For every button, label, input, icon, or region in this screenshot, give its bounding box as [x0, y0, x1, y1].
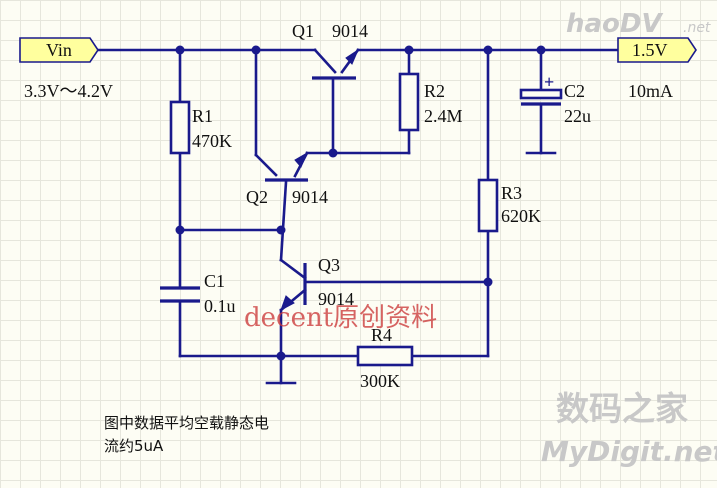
resistor-r1: [169, 100, 191, 155]
junction-dot: [251, 45, 261, 55]
c2-polarity-label: +: [544, 72, 554, 92]
r2-ref-label: R2: [424, 81, 445, 101]
c2-ref-label: C2: [564, 81, 585, 101]
junction-dot: [276, 225, 286, 235]
q2-part-label: 9014: [292, 187, 328, 207]
r3-value-label: 620K: [501, 206, 541, 226]
r2-value-label: 2.4M: [424, 106, 463, 126]
c1-value-label: 0.1u: [204, 296, 236, 316]
transistor-q2-symbol: [265, 151, 309, 182]
junction-dot: [276, 351, 286, 361]
note-line-1: 图中数据平均空载静态电: [104, 414, 269, 432]
r1-value-label: 470K: [192, 131, 232, 151]
haodv-net-watermark: .net: [683, 20, 711, 36]
wire-q2-emitter: [293, 151, 309, 178]
junction-dot: [483, 45, 493, 55]
junction-dot: [404, 45, 414, 55]
port-vin-shape: [19, 37, 99, 63]
r4-value-label: 300K: [360, 371, 400, 391]
wire-q1-collector: [313, 48, 337, 74]
resistor-r4: [356, 345, 414, 367]
q3-part-label: 9014: [318, 289, 354, 309]
haodv-watermark: haoDV: [566, 9, 663, 39]
junction-dots: [175, 45, 546, 361]
port-vout: 1.5V: [617, 37, 697, 63]
q3-ref-label: Q3: [318, 255, 340, 275]
r1-ref-label: R1: [192, 106, 213, 126]
transistor-q3-symbol: [280, 263, 307, 312]
mydigit-en-watermark: MyDigit.net: [541, 435, 717, 468]
port-vout-label: 1.5V: [632, 40, 668, 60]
r3-ref-label: R3: [501, 183, 522, 203]
c1-ref-label: C1: [204, 271, 225, 291]
wire-q3-collector: [279, 258, 307, 280]
vin-range-label: 3.3V～4.2V: [24, 81, 113, 101]
q1-ref-label: Q1: [292, 21, 314, 41]
mydigit-cn-watermark: 数码之家: [556, 389, 688, 428]
port-vout-shape: [617, 37, 697, 63]
junction-dot: [536, 45, 546, 55]
q3-emitter-arrow-icon: [280, 295, 295, 312]
wire-q2-base: [279, 180, 288, 262]
resistor-r3: [477, 178, 499, 233]
q1-emitter-arrow-icon: [345, 48, 360, 65]
junction-dot: [328, 148, 338, 158]
transistor-q1-symbol: [312, 48, 360, 80]
c2-plate-top: [519, 88, 563, 100]
load-current-label: 10mA: [628, 81, 673, 101]
q1-part-label: 9014: [332, 21, 368, 41]
junction-dot: [175, 45, 185, 55]
capacitor-c2: [519, 88, 563, 106]
q2-ref-label: Q2: [246, 187, 268, 207]
port-vin-label: Vin: [46, 40, 72, 60]
c2-value-label: 22u: [564, 106, 591, 126]
wire-q2-collector: [254, 153, 278, 177]
junction-dot: [483, 277, 493, 287]
decent-watermark: decent原创资料: [244, 303, 437, 333]
port-vin: Vin: [19, 37, 99, 63]
note-line-2: 流约5uA: [104, 437, 164, 455]
junction-dot: [175, 225, 185, 235]
r4-ref-label: R4: [371, 325, 392, 345]
capacitor-c1: [160, 286, 200, 303]
resistor-r2: [398, 72, 420, 132]
